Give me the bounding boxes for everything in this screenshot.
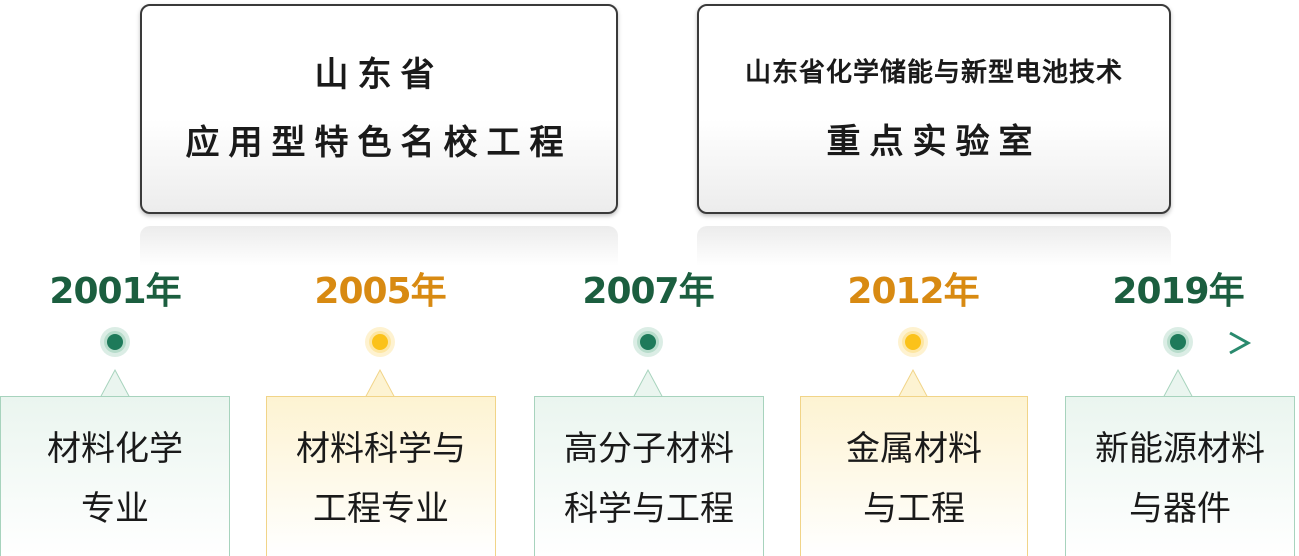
top-box-key-laboratory: 山东省化学储能与新型电池技术 重点实验室 (697, 4, 1171, 214)
milestone-dot-2007 (637, 331, 659, 353)
year-label-2001: 2001年 (49, 271, 181, 312)
major-name-line: 科学与工程 (564, 489, 734, 529)
major-callout-2007: 高分子材料 科学与工程 (534, 396, 764, 556)
milestone-dot-2019 (1167, 331, 1189, 353)
arrow-head-icon (1229, 331, 1252, 355)
top-box-line: 山东省 (314, 55, 444, 95)
major-callout-2019: 新能源材料 与器件 (1065, 396, 1295, 556)
callout-pointer (633, 368, 663, 398)
major-name-line: 高分子材料 (564, 429, 734, 469)
milestone-dot-2005 (369, 331, 391, 353)
top-box-reflection (140, 226, 618, 266)
callout-pointer (1163, 368, 1193, 398)
callout-pointer (100, 368, 130, 398)
major-callout-2001: 材料化学 专业 (0, 396, 230, 556)
major-callout-2005: 材料科学与 工程专业 (266, 396, 496, 556)
top-box-line: 应用型特色名校工程 (185, 123, 573, 163)
callout-pointer (365, 368, 395, 398)
milestone-dot-2012 (902, 331, 924, 353)
top-box-reflection (697, 226, 1171, 266)
top-box-shandong-famous-school: 山东省 应用型特色名校工程 (140, 4, 618, 214)
milestone-dot-2001 (104, 331, 126, 353)
major-name-line: 专业 (81, 489, 149, 529)
major-name-line: 与工程 (863, 489, 965, 529)
major-name-line: 材料科学与 (296, 429, 466, 469)
top-box-line: 重点实验室 (826, 122, 1042, 162)
top-box-line: 山东省化学储能与新型电池技术 (744, 58, 1123, 88)
major-name-line: 工程专业 (313, 489, 449, 529)
year-label-2012: 2012年 (847, 271, 979, 312)
major-name-line: 与器件 (1129, 489, 1231, 529)
major-name-line: 金属材料 (846, 429, 982, 469)
year-label-2007: 2007年 (582, 271, 714, 312)
major-name-line: 材料化学 (47, 429, 183, 469)
year-label-2019: 2019年 (1112, 271, 1244, 312)
callout-pointer (898, 368, 928, 398)
year-label-2005: 2005年 (314, 271, 446, 312)
major-callout-2012: 金属材料 与工程 (800, 396, 1028, 556)
major-name-line: 新能源材料 (1095, 429, 1265, 469)
